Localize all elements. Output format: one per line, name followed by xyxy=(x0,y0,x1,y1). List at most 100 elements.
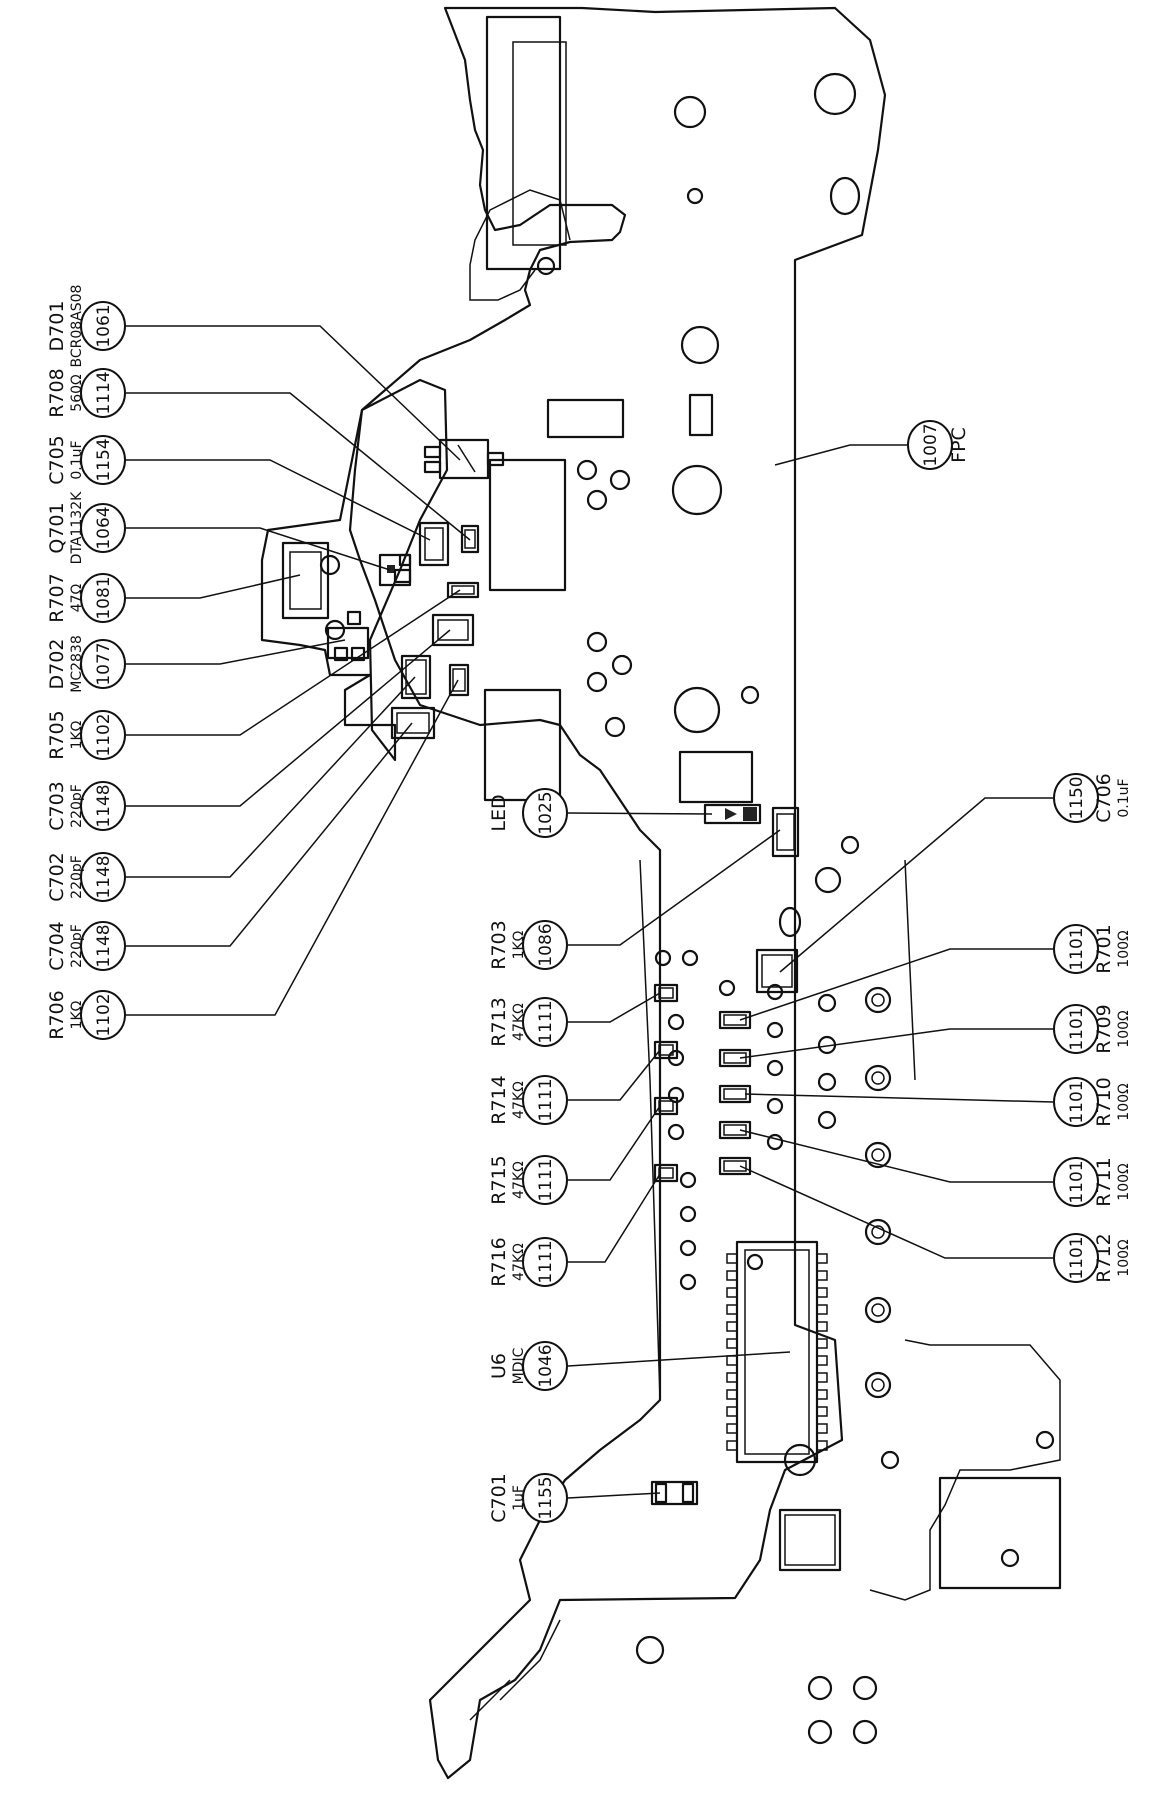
fpc-outline xyxy=(348,6,887,1780)
part-number: 1101 xyxy=(1067,927,1087,970)
hole xyxy=(586,631,608,653)
reference-designator: C705 xyxy=(46,435,68,485)
part-number: 1111 xyxy=(536,1240,556,1283)
leader-c706 xyxy=(779,797,1053,973)
via xyxy=(654,949,672,967)
reference-designator: R711 xyxy=(1093,1157,1115,1206)
part-number: 1007 xyxy=(921,423,941,466)
pad-ring xyxy=(864,1296,892,1324)
part-number: 1148 xyxy=(94,924,114,967)
pad-ring xyxy=(864,1141,892,1169)
reference-designator: C704 xyxy=(46,921,68,971)
r705-component xyxy=(446,581,480,599)
ic-pin xyxy=(816,1406,828,1417)
component-value: BCR08AS08 xyxy=(69,285,85,368)
reference-designator: R715 xyxy=(488,1155,510,1204)
part-number: 1101 xyxy=(1067,1160,1087,1203)
part-bubble xyxy=(80,435,126,485)
leader-r714 xyxy=(568,1049,661,1101)
ic-pins xyxy=(726,1253,828,1451)
reference-designator: LED xyxy=(488,794,510,831)
leader-r707 xyxy=(126,574,301,599)
component-value: 1uF xyxy=(511,1485,527,1511)
part-bubble xyxy=(80,503,126,553)
led-component xyxy=(703,803,762,825)
component-value: 47KΩ xyxy=(511,1003,527,1041)
component-value: 1KΩ xyxy=(511,930,527,959)
ic-pin xyxy=(726,1389,738,1400)
part-number: 1025 xyxy=(536,791,556,834)
r711-component xyxy=(718,1120,752,1140)
part-bubble xyxy=(80,852,126,902)
hole xyxy=(586,671,608,693)
ic-pin xyxy=(816,1338,828,1349)
via xyxy=(679,1239,697,1257)
leader-led xyxy=(567,812,713,815)
via xyxy=(817,1072,837,1092)
part-bubble xyxy=(522,1237,568,1287)
small-box-right xyxy=(546,398,625,439)
component-value: 100Ω xyxy=(1116,1083,1132,1121)
leader-c702 xyxy=(126,676,416,878)
hole xyxy=(611,654,633,676)
component-value: MDIC xyxy=(511,1347,527,1384)
component-value: 560Ω xyxy=(69,374,85,412)
part-bubble xyxy=(1053,1004,1099,1054)
part-bubble xyxy=(907,420,953,470)
part-number: 1102 xyxy=(94,713,114,756)
part-number: 1046 xyxy=(536,1344,556,1387)
hole xyxy=(319,554,341,576)
component-value: 100Ω xyxy=(1116,1239,1132,1277)
component-value: DTA1132K xyxy=(69,491,85,564)
top-connector-inner xyxy=(512,41,567,246)
reference-designator: R706 xyxy=(46,990,68,1039)
hole xyxy=(536,256,556,276)
leader-fpc xyxy=(774,444,907,466)
leader-r706 xyxy=(126,679,459,1016)
reference-designator: U6 xyxy=(488,1353,510,1379)
part-number: 1086 xyxy=(536,923,556,966)
reference-designator: C706 xyxy=(1093,773,1115,823)
component-value: 0.1uF xyxy=(1116,778,1132,817)
r712-component xyxy=(718,1156,752,1176)
part-number: 1111 xyxy=(536,1158,556,1201)
part-bubble xyxy=(1053,1233,1099,1283)
rear-tab xyxy=(469,189,571,301)
reference-designator: D702 xyxy=(46,639,68,690)
hole xyxy=(686,187,704,205)
component-value: 220pF xyxy=(69,784,85,828)
part-number: 1101 xyxy=(1067,1236,1087,1279)
hole xyxy=(852,1675,878,1701)
part-bubble xyxy=(522,1155,568,1205)
leader-c705 xyxy=(126,459,431,541)
top-connector-outer xyxy=(485,15,562,271)
hole xyxy=(829,176,861,216)
c704-component xyxy=(390,706,436,740)
c705-component xyxy=(418,521,450,567)
r713-component xyxy=(653,983,679,1003)
pad-ring xyxy=(864,1064,892,1092)
via xyxy=(766,1097,784,1115)
part-bubble xyxy=(80,781,126,831)
via xyxy=(679,1171,697,1189)
right-flange xyxy=(869,1339,1061,1601)
via xyxy=(817,993,837,1013)
leader-r712 xyxy=(739,1165,1053,1259)
mounting-holes xyxy=(319,72,1055,1745)
ic-pin xyxy=(816,1287,828,1298)
leader-q701 xyxy=(126,527,391,571)
component-value: 1KΩ xyxy=(69,720,85,749)
hole xyxy=(1035,1430,1055,1450)
hole xyxy=(671,464,723,516)
